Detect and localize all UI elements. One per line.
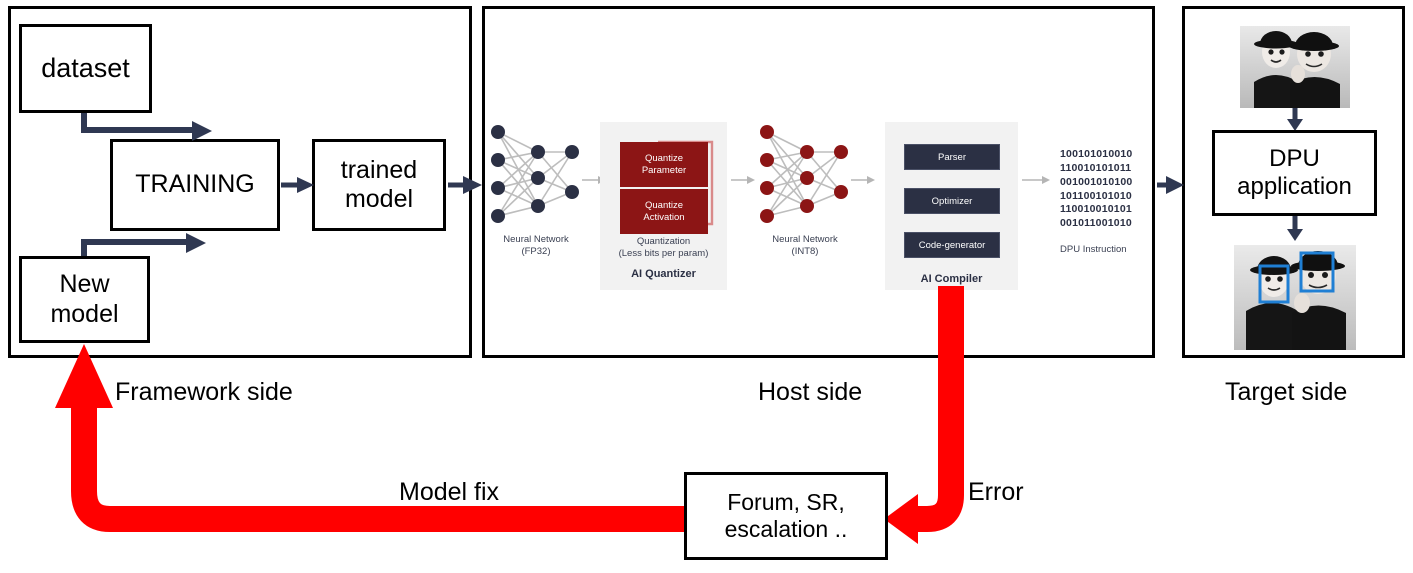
neural-network-fp32-label: Neural Network (FP32) — [503, 234, 569, 258]
box-dpu-application[interactable]: DPU application — [1212, 130, 1377, 216]
compiler-title: AI Compiler — [920, 273, 983, 285]
block-code-generator[interactable]: Code-generator — [904, 232, 1000, 258]
neural-network-int8-graphic — [760, 125, 848, 223]
quantizer-title: AI Quantizer — [631, 268, 696, 280]
target-input-photo — [1240, 26, 1350, 108]
neural-network-int8-label: Neural Network (INT8) — [772, 234, 838, 258]
dpu-instruction-bits: 100101010010 110010101011 001001010100 1… — [1060, 148, 1133, 230]
dpu-instruction-caption: DPU Instruction — [1060, 244, 1127, 255]
block-quantize-parameter[interactable]: Quantize Parameter — [620, 142, 708, 187]
neural-network-fp32-graphic — [491, 125, 579, 223]
block-parser[interactable]: Parser — [904, 144, 1000, 170]
label-error: Error — [968, 478, 1024, 506]
caption-target-side: Target side — [1225, 378, 1348, 406]
target-output-photo-with-detections — [1234, 245, 1356, 350]
block-quantize-activation[interactable]: Quantize Activation — [620, 189, 708, 234]
box-new-model[interactable]: New model — [19, 256, 150, 343]
arrow-compiler-to-dpu-instruction — [1022, 176, 1050, 184]
caption-framework-side: Framework side — [115, 378, 293, 406]
quantizer-caption: Quantization (Less bits per param) — [618, 236, 709, 260]
arrow-nn-int8-to-compiler — [851, 176, 875, 184]
box-forum-sr-escalation[interactable]: Forum, SR, escalation .. — [684, 472, 888, 560]
caption-host-side: Host side — [758, 378, 863, 406]
label-model-fix: Model fix — [399, 478, 500, 506]
box-trained-model[interactable]: trained model — [312, 139, 446, 231]
arrow-quantizer-to-nn-int8 — [731, 176, 755, 184]
box-dataset[interactable]: dataset — [19, 24, 152, 113]
box-training[interactable]: TRAINING — [110, 139, 280, 231]
block-optimizer[interactable]: Optimizer — [904, 188, 1000, 214]
